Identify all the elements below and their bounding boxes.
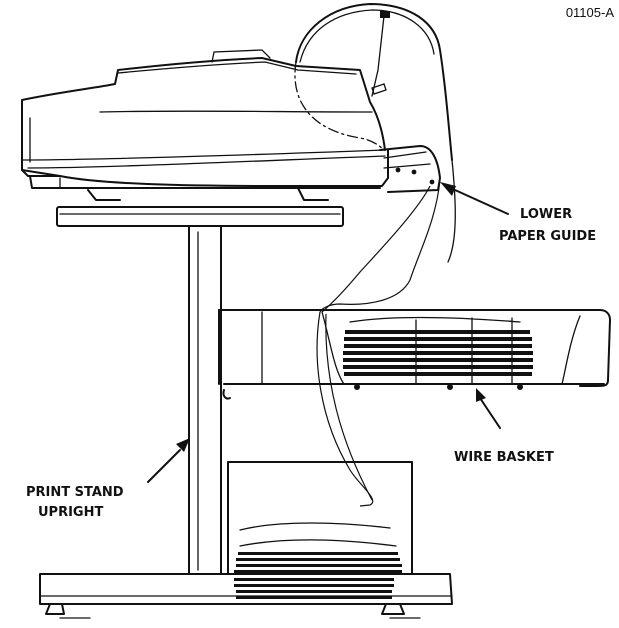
leader-lines — [147, 182, 509, 483]
paper-path — [294, 3, 456, 313]
print-stand-upright-label-line1: PRINT STAND — [26, 485, 124, 500]
lower-paper-guide-label-line2: PAPER GUIDE — [499, 229, 596, 244]
print-stand-upright — [188, 225, 222, 575]
basket-paper-stack — [343, 316, 533, 385]
figure-id: 01105-A — [566, 5, 615, 20]
paper-supply-box — [227, 311, 413, 599]
lower-paper-guide-label-line1: LOWER — [520, 207, 572, 222]
wire-basket — [218, 309, 611, 400]
printer-shelf — [56, 206, 344, 227]
printer — [21, 49, 441, 201]
print-stand-upright-label-line2: UPRIGHT — [38, 505, 103, 520]
wire-basket-label: WIRE BASKET — [454, 450, 554, 465]
